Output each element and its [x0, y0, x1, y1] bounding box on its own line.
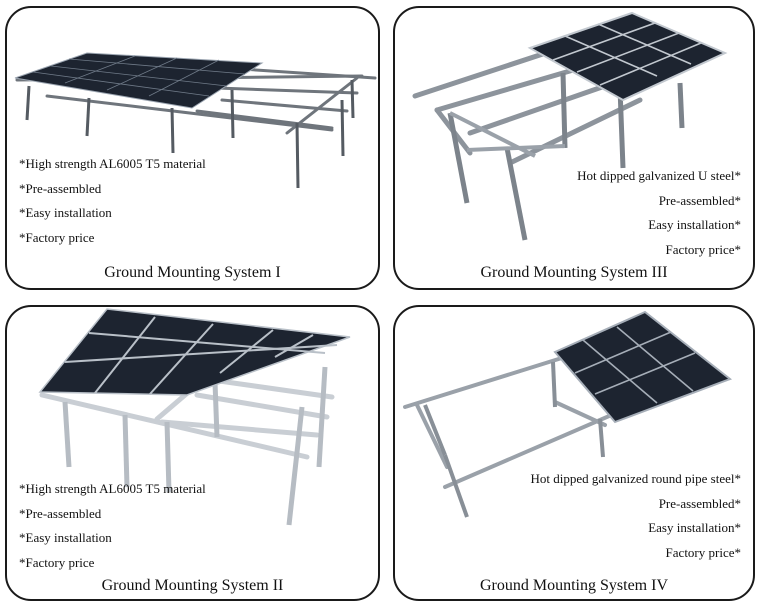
system-4-caption: Ground Mounting System IV [480, 577, 668, 594]
feature-material: *High strength AL6005 T5 material [19, 481, 206, 496]
feature-pre-assembled: *Pre-assembled [19, 180, 102, 196]
feature-material: Hot dipped galvanized U steel* [577, 168, 741, 183]
feature-easy-installation: *Easy installation [19, 530, 112, 545]
system-3-feature-list: Hot dipped galvanized U steel* Pre-assem… [577, 164, 741, 262]
system-4-card: Hot dipped galvanized round pipe steel* … [393, 305, 755, 601]
feature-factory-price: *Factory price [19, 554, 95, 570]
feature-factory-price: Factory price* [665, 241, 741, 257]
system-2-feature-list: *High strength AL6005 T5 material *Pre-a… [19, 477, 206, 575]
system-1-card: *High strength AL6005 T5 material *Pre-a… [5, 6, 380, 290]
system-2-card: *High strength AL6005 T5 material *Pre-a… [5, 305, 380, 601]
feature-factory-price: *Factory price [19, 229, 95, 245]
system-4-feature-list: Hot dipped galvanized round pipe steel* … [531, 467, 741, 565]
feature-pre-assembled: Pre-assembled* [658, 192, 741, 208]
feature-pre-assembled: Pre-assembled* [658, 495, 741, 511]
system-2-illustration [38, 308, 351, 526]
feature-easy-installation: Easy installation* [648, 217, 741, 232]
system-1-feature-list: *High strength AL6005 T5 material *Pre-a… [19, 152, 206, 250]
system-1-illustration [14, 52, 377, 189]
feature-factory-price: Factory price* [665, 544, 741, 560]
system-3-card: Hot dipped galvanized U steel* Pre-assem… [393, 6, 755, 290]
feature-pre-assembled: *Pre-assembled [19, 505, 102, 521]
feature-material: Hot dipped galvanized round pipe steel* [530, 471, 741, 486]
system-4-illustration [403, 310, 733, 518]
system-1-caption: Ground Mounting System I [104, 264, 281, 281]
feature-easy-installation: Easy installation* [648, 520, 741, 535]
feature-material: *High strength AL6005 T5 material [19, 156, 206, 171]
system-3-caption: Ground Mounting System III [480, 264, 668, 281]
system-3-illustration [412, 11, 728, 241]
system-2-caption: Ground Mounting System II [101, 577, 284, 594]
feature-easy-installation: *Easy installation [19, 205, 112, 220]
